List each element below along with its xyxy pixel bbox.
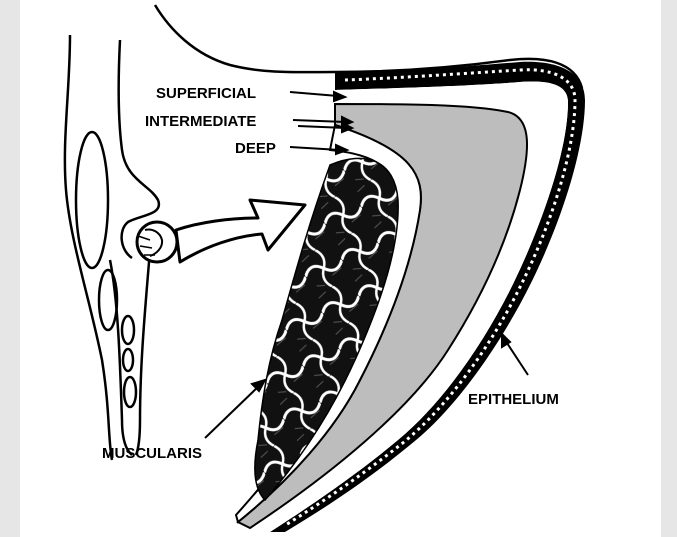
label-superficial: SUPERFICIAL bbox=[156, 85, 256, 102]
label-epithelium: EPITHELIUM bbox=[468, 391, 559, 408]
magnify-arrow bbox=[176, 200, 305, 262]
label-muscularis: MUSCULARIS bbox=[102, 445, 202, 462]
label-intermediate: INTERMEDIATE bbox=[145, 113, 256, 130]
magnified-region-circle bbox=[137, 222, 177, 262]
label-deep: DEEP bbox=[235, 140, 276, 157]
